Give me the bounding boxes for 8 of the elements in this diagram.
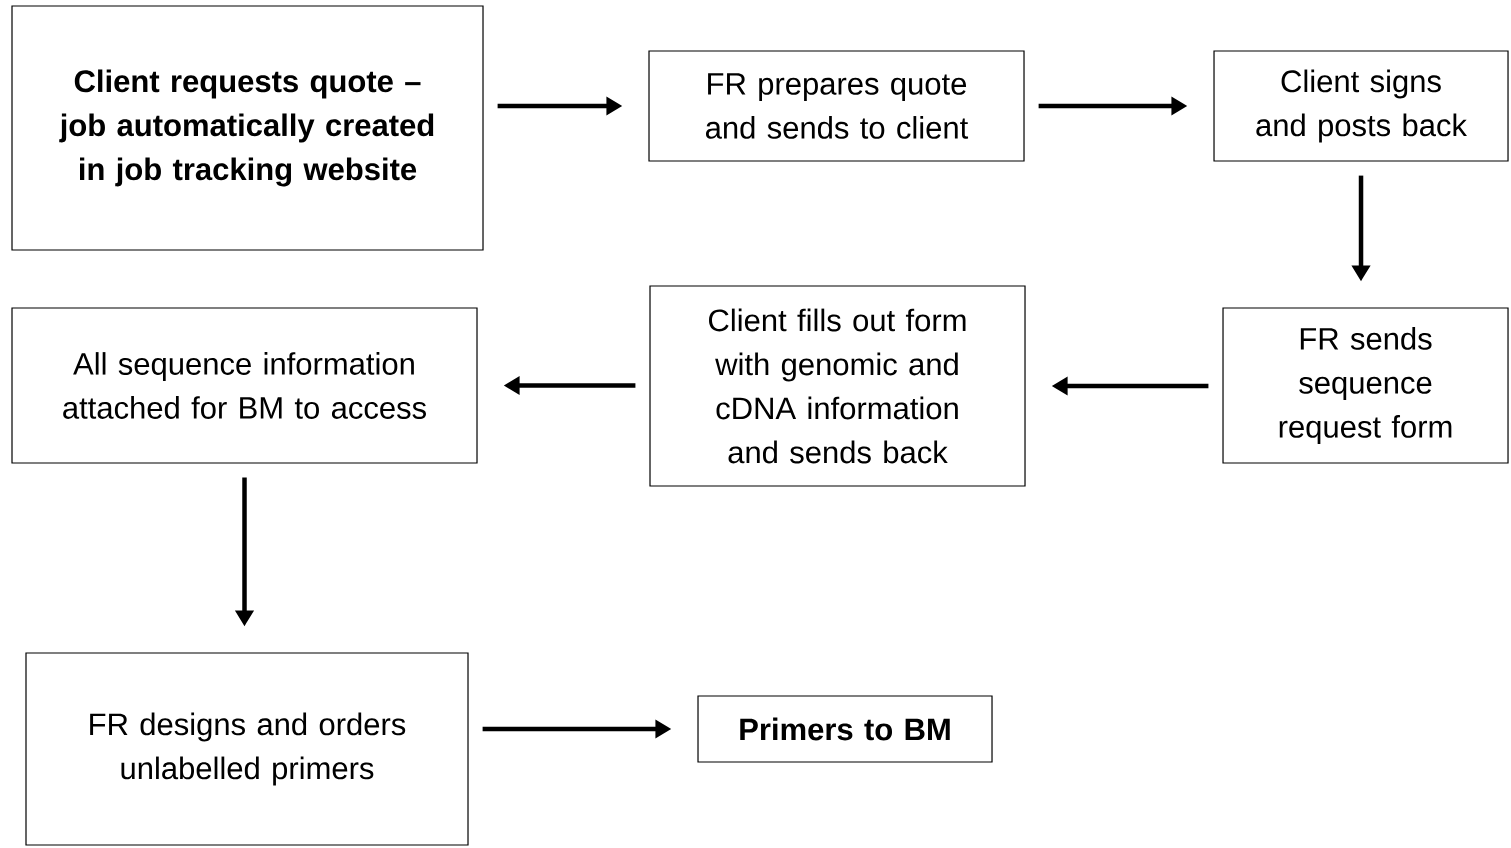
process-box: FR sends sequence request form — [1222, 307, 1509, 464]
process-box: FR prepares quote and sends to client — [648, 50, 1025, 162]
process-box: All sequence information attached for BM to access — [11, 307, 478, 464]
process-box: FR designs and orders unlabelled primers — [25, 652, 469, 846]
process-box: Client requests quote – job automatically created in job tracking website — [11, 5, 484, 251]
process-box: Client fills out form with genomic and cDNA information and sends back — [649, 285, 1026, 487]
process-box: Primers to BM — [697, 695, 993, 763]
process-box: Client signs and posts back — [1213, 50, 1509, 162]
